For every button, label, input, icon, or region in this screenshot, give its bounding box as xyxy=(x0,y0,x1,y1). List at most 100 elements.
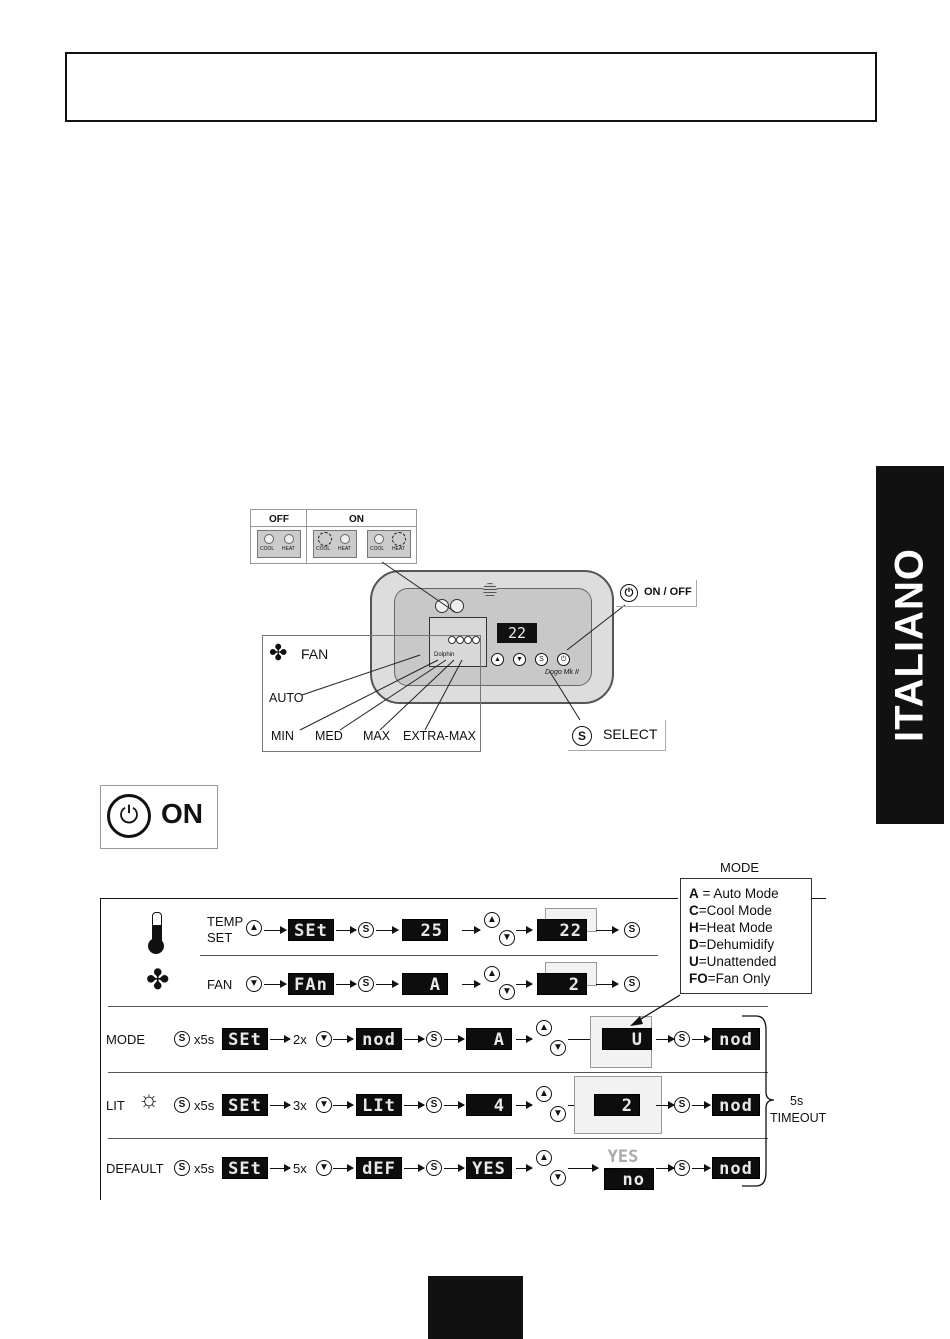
up-button-icon: ▲ xyxy=(484,912,500,928)
indicator-off-image: COOL HEAT xyxy=(257,530,301,558)
fan-led-strip: Dolphin xyxy=(429,617,487,667)
select-button-icon: S xyxy=(426,1097,442,1113)
down-button-icon: ▼ xyxy=(499,984,515,1000)
down-button-icon: ▼ xyxy=(550,1106,566,1122)
down-button-icon: ▼ xyxy=(550,1170,566,1186)
remote-model: Dogo Mk II xyxy=(545,669,579,676)
select-button-icon: S xyxy=(674,1031,690,1047)
mode-press-duration: x5s xyxy=(194,1032,215,1047)
mode-item-a: A = Auto Mode xyxy=(689,886,779,901)
default-press-duration: x5s xyxy=(194,1161,215,1176)
display-set: SEt xyxy=(288,919,334,941)
display-yes-faded: YES xyxy=(607,1147,639,1167)
set-label: SET xyxy=(207,930,233,945)
display-mod-end: nod xyxy=(712,1157,760,1179)
display-fan-2: 2 xyxy=(537,973,587,995)
display-mode-a: A xyxy=(466,1028,512,1050)
lit-row-label: LIT xyxy=(106,1098,125,1113)
down-button-icon: ▼ xyxy=(316,1160,332,1176)
mode-row-label: MODE xyxy=(106,1032,145,1047)
indicator-heat-led xyxy=(450,599,464,613)
select-label: SELECT xyxy=(603,726,658,742)
down-button-icon: ▼ xyxy=(550,1040,566,1056)
on-button-illustration: ⏻ ON xyxy=(100,785,218,849)
display-mod-end: nod xyxy=(712,1028,760,1050)
up-button-icon: ▲ xyxy=(536,1086,552,1102)
down-button-icon: ▼ xyxy=(499,930,515,946)
display-lit: LIt xyxy=(356,1094,402,1116)
display-fan-a: A xyxy=(402,973,448,995)
select-callout: S SELECT xyxy=(568,720,666,751)
down-button-icon: ▼ xyxy=(316,1097,332,1113)
power-icon: ⏻ xyxy=(620,584,638,602)
remote-down-button[interactable]: ▼ xyxy=(513,653,526,666)
select-button-icon: S xyxy=(674,1160,690,1176)
remote-power-button[interactable]: ⏻ xyxy=(557,653,570,666)
display-temp-25: 25 xyxy=(402,919,448,941)
mode-item-c: C=Cool Mode xyxy=(689,903,772,918)
up-button-icon: ▲ xyxy=(536,1020,552,1036)
select-button-icon: S xyxy=(174,1097,190,1113)
fan-legend-title: FAN xyxy=(301,646,329,662)
fan-min-label: MIN xyxy=(271,729,294,743)
mode-item-u: U=Unattended xyxy=(689,954,777,969)
select-button-icon: S xyxy=(174,1031,190,1047)
fan-med-label: MED xyxy=(315,729,343,743)
timeout-label: TIMEOUT xyxy=(770,1111,827,1125)
power-icon: ⏻ xyxy=(107,794,151,838)
display-def: dEF xyxy=(356,1157,402,1179)
flow-diagram-frame xyxy=(100,898,101,1200)
indicator-off-label: OFF xyxy=(269,514,289,525)
indicator-cool-led xyxy=(435,599,449,613)
fan-row-label: FAN xyxy=(207,977,233,992)
on-off-label: ON / OFF xyxy=(644,586,692,598)
select-button-icon: S xyxy=(358,922,374,938)
lit-press-duration: x5s xyxy=(194,1098,215,1113)
speaker-grille-icon xyxy=(483,583,497,597)
select-button-icon: S xyxy=(624,922,640,938)
display-fan: FAn xyxy=(288,973,334,995)
select-button-icon: S xyxy=(426,1031,442,1047)
indicator-panel: OFF ON COOL HEAT COOL HEAT COOL HEAT xyxy=(250,509,417,564)
page-number-box xyxy=(428,1276,523,1339)
display-no: no xyxy=(604,1168,654,1190)
display-temp-22: 22 xyxy=(537,919,587,941)
mode-item-fo: FO=Fan Only xyxy=(689,971,771,986)
down-button-icon: ▼ xyxy=(246,976,262,992)
remote-select-button[interactable]: S xyxy=(535,653,548,666)
down-button-icon: ▼ xyxy=(316,1031,332,1047)
indicator-on-label: ON xyxy=(349,514,364,525)
mode-press-count: 2x xyxy=(293,1032,307,1047)
indicator-on-heat-image: COOL HEAT xyxy=(367,530,411,558)
fan-max-label: MAX xyxy=(363,729,391,743)
display-mod-end: nod xyxy=(712,1094,760,1116)
indicator-on-cool-image: COOL HEAT xyxy=(313,530,357,558)
header-box xyxy=(65,52,877,122)
fan-legend-box: ✤ FAN AUTO MIN MED MAX EXTRA-MAX xyxy=(262,635,481,752)
display-lit-4: 4 xyxy=(466,1094,512,1116)
temp-label: TEMP xyxy=(207,914,244,929)
select-button-icon: S xyxy=(674,1097,690,1113)
mode-item-d: D=Dehumidify xyxy=(689,937,775,952)
on-off-callout: ⏻ ON / OFF xyxy=(616,580,697,607)
up-button-icon: ▲ xyxy=(536,1150,552,1166)
select-button-icon: S xyxy=(624,976,640,992)
select-button-icon: S xyxy=(174,1160,190,1176)
mode-item-h: H=Heat Mode xyxy=(689,920,773,935)
up-button-icon: ▲ xyxy=(484,966,500,982)
control-panel-inner: Dolphin 22 ▲ ▼ S ⏻ Dogo Mk II xyxy=(394,583,592,686)
display-mode-u: U xyxy=(602,1028,652,1050)
remote-up-button[interactable]: ▲ xyxy=(491,653,504,666)
mode-box-title: MODE xyxy=(720,860,759,875)
light-bulb-icon: ☼ xyxy=(138,1086,160,1113)
select-button-icon: S xyxy=(358,976,374,992)
up-button-icon: ▲ xyxy=(246,920,262,936)
timeout-duration: 5s xyxy=(790,1094,804,1108)
control-panel-outer: Dolphin 22 ▲ ▼ S ⏻ Dogo Mk II xyxy=(370,570,614,704)
display-set: SEt xyxy=(222,1157,268,1179)
mode-box: A = Auto Mode C=Cool Mode H=Heat Mode D=… xyxy=(680,878,812,994)
fan-icon: ✤ xyxy=(269,640,288,665)
